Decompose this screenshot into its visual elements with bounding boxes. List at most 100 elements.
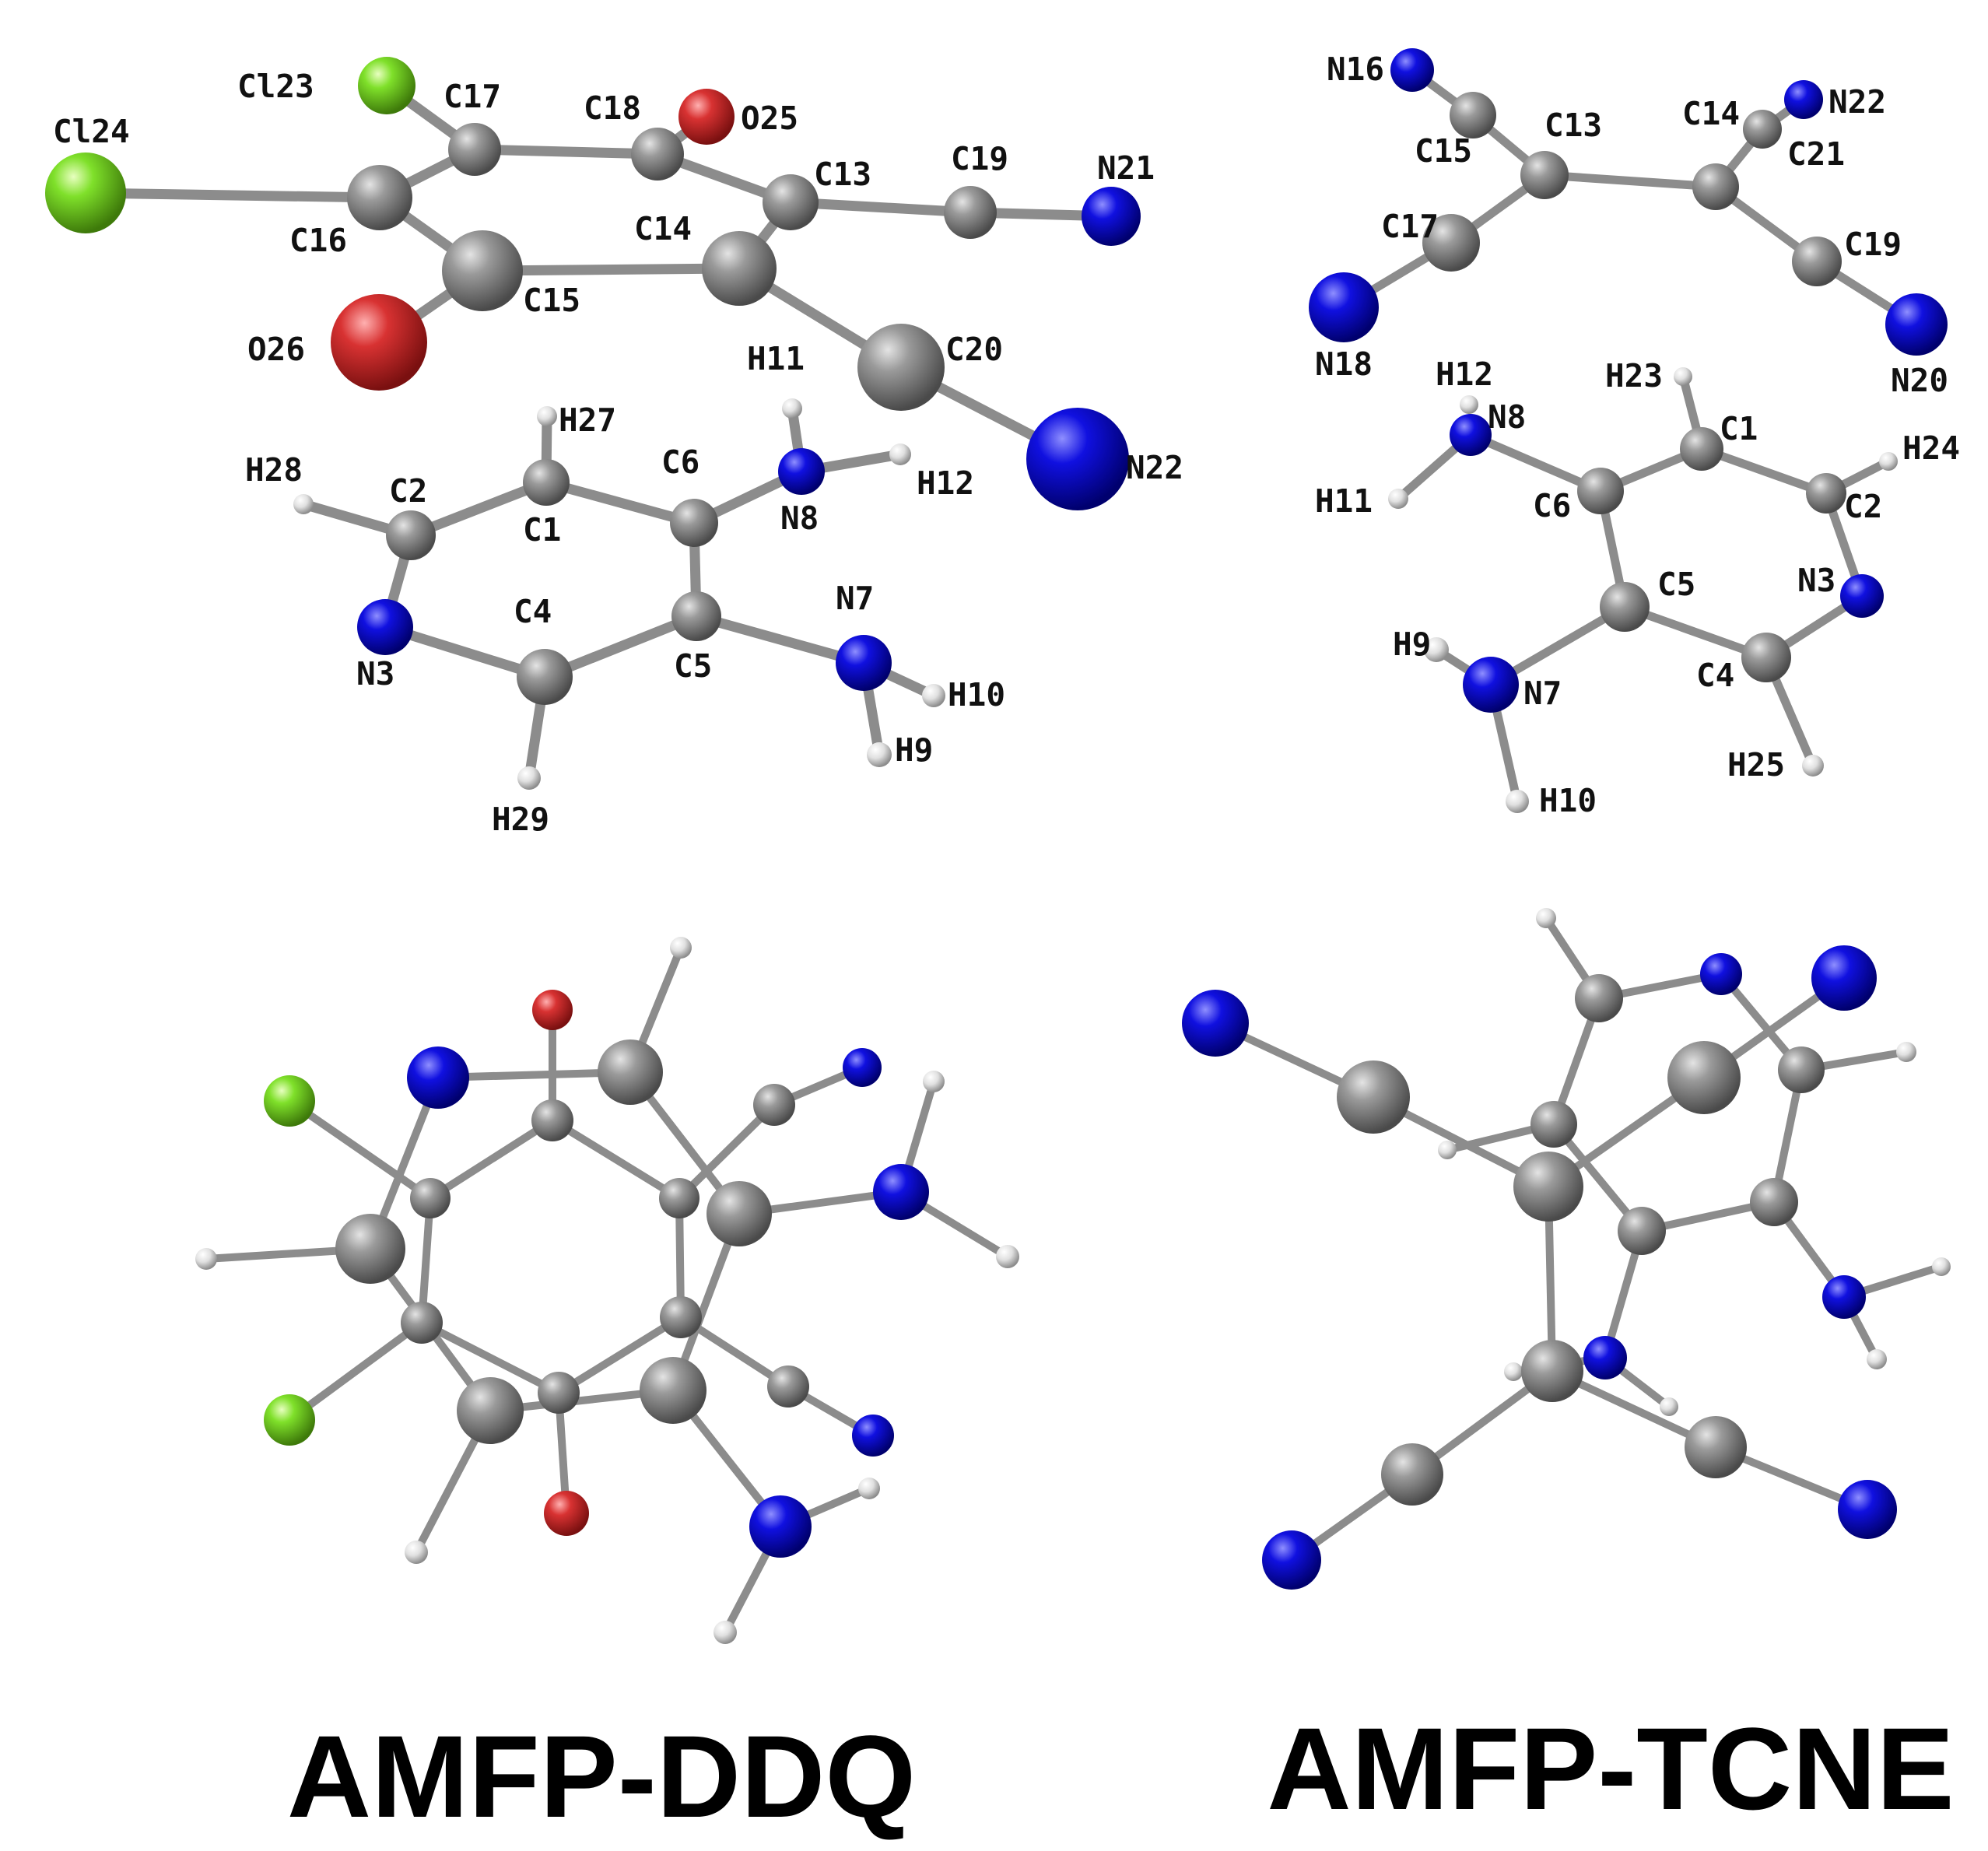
carbon-atom bbox=[1750, 1178, 1798, 1226]
oxygen-atom bbox=[532, 990, 573, 1030]
atom-label: N7 bbox=[1523, 675, 1562, 712]
hydrogen-atom bbox=[858, 1478, 880, 1499]
nitrogen-atom bbox=[1822, 1275, 1866, 1319]
hydrogen-atom bbox=[293, 494, 314, 514]
hydrogen-atom bbox=[1504, 1362, 1523, 1381]
carbon-atom bbox=[386, 510, 436, 560]
atom-label: C1 bbox=[523, 511, 561, 549]
hydrogen-atom bbox=[1424, 637, 1449, 662]
carbon-atom bbox=[1692, 163, 1739, 210]
atom-label: C15 bbox=[523, 282, 580, 319]
carbon-atom bbox=[659, 1178, 699, 1218]
atom-label: C14 bbox=[634, 210, 692, 247]
carbon-atom bbox=[1450, 92, 1496, 138]
carbon-atom bbox=[1422, 214, 1480, 272]
carbon-atom bbox=[1667, 1041, 1741, 1114]
chlorine-atom bbox=[264, 1394, 315, 1446]
nitrogen-atom bbox=[1838, 1480, 1897, 1539]
carbon-atom bbox=[401, 1302, 443, 1344]
carbon-atom bbox=[442, 230, 523, 311]
ddq-top-atom-labels: Cl23 Cl24 C17 C18 O25 C16 C14 C13 C19 N2… bbox=[53, 68, 1183, 838]
nitrogen-atom bbox=[1784, 80, 1823, 119]
tcne-top-bonds bbox=[1339, 65, 1921, 806]
chlorine-atom bbox=[264, 1075, 315, 1127]
carbon-atom bbox=[1600, 582, 1650, 632]
carbon-atom bbox=[1530, 1101, 1577, 1148]
carbon-atom bbox=[1741, 633, 1791, 682]
hydrogen-atom bbox=[782, 398, 802, 419]
chlorine-atom bbox=[358, 57, 415, 114]
amfp-tcne-top-view: N16 C15 C13 C14 N22 C21 C17 C19 N18 N20 … bbox=[1309, 48, 1960, 819]
carbon-atom bbox=[753, 1084, 795, 1126]
nitrogen-atom bbox=[1026, 408, 1129, 510]
atom-label: C19 bbox=[951, 140, 1008, 177]
hydrogen-atom bbox=[1660, 1397, 1678, 1416]
nitrogen-atom bbox=[843, 1048, 882, 1087]
nitrogen-atom bbox=[407, 1046, 469, 1109]
carbon-atom bbox=[1685, 1416, 1747, 1478]
hydrogen-atom bbox=[195, 1248, 217, 1270]
atom-label: N22 bbox=[1828, 83, 1886, 121]
atom-label: N16 bbox=[1327, 51, 1384, 88]
hydrogen-atom bbox=[922, 684, 945, 707]
nitrogen-atom bbox=[836, 635, 892, 691]
atom-label: H11 bbox=[747, 340, 805, 377]
amfp-tcne-stacked-view bbox=[1182, 908, 1951, 1590]
nitrogen-atom bbox=[1182, 990, 1249, 1057]
carbon-atom bbox=[660, 1296, 702, 1338]
atom-label: C17 bbox=[1381, 208, 1439, 245]
atom-label: C20 bbox=[945, 331, 1003, 368]
carbon-atom bbox=[763, 174, 819, 230]
atom-label: H11 bbox=[1315, 482, 1373, 520]
carbon-atom bbox=[640, 1357, 706, 1424]
hydrogen-atom bbox=[889, 443, 911, 465]
atom-label: C15 bbox=[1415, 132, 1472, 170]
hydrogen-atom bbox=[537, 406, 557, 426]
nitrogen-atom bbox=[749, 1495, 812, 1558]
atom-label: N3 bbox=[356, 655, 394, 692]
chlorine-atom bbox=[45, 152, 126, 233]
nitrogen-atom bbox=[1463, 657, 1519, 713]
nitrogen-atom bbox=[1262, 1530, 1321, 1590]
carbon-atom bbox=[517, 649, 573, 705]
atom-label: H12 bbox=[917, 465, 974, 502]
nitrogen-atom bbox=[1840, 574, 1884, 618]
carbon-atom bbox=[1778, 1046, 1825, 1093]
hydrogen-atom bbox=[996, 1245, 1019, 1268]
hydrogen-atom bbox=[1867, 1349, 1887, 1369]
atom-label: C2 bbox=[389, 472, 427, 510]
carbon-atom bbox=[538, 1372, 580, 1414]
atom-label: C16 bbox=[289, 222, 347, 259]
carbon-atom bbox=[671, 591, 721, 641]
atom-label: N21 bbox=[1097, 149, 1155, 187]
carbon-atom bbox=[1575, 974, 1623, 1022]
atom-label: H25 bbox=[1727, 746, 1785, 784]
nitrogen-atom bbox=[1885, 293, 1948, 356]
hydrogen-atom bbox=[1460, 395, 1478, 414]
carbon-atom bbox=[1337, 1060, 1410, 1134]
carbon-atom bbox=[1618, 1207, 1666, 1255]
atom-label: O26 bbox=[247, 331, 305, 368]
hydrogen-atom bbox=[1896, 1042, 1916, 1062]
carbon-atom bbox=[410, 1178, 451, 1218]
hydrogen-atom bbox=[1438, 1141, 1457, 1159]
carbon-atom bbox=[457, 1377, 524, 1444]
nitrogen-atom bbox=[778, 448, 825, 495]
carbon-atom bbox=[598, 1039, 663, 1105]
nitrogen-atom bbox=[357, 599, 413, 655]
hydrogen-atom bbox=[923, 1071, 945, 1092]
atom-label: C4 bbox=[514, 593, 552, 630]
carbon-atom bbox=[1792, 237, 1842, 286]
nitrogen-atom bbox=[1082, 187, 1141, 246]
atom-label: Cl24 bbox=[53, 113, 130, 150]
atom-label: Cl23 bbox=[237, 68, 314, 105]
nitrogen-atom bbox=[1811, 945, 1877, 1011]
carbon-atom bbox=[1381, 1443, 1443, 1506]
atom-label: C4 bbox=[1696, 657, 1734, 694]
atom-label: H10 bbox=[948, 676, 1005, 713]
oxygen-atom bbox=[331, 294, 427, 391]
carbon-atom bbox=[347, 165, 412, 230]
atom-label: C17 bbox=[444, 78, 501, 115]
atom-label: C5 bbox=[674, 647, 712, 685]
